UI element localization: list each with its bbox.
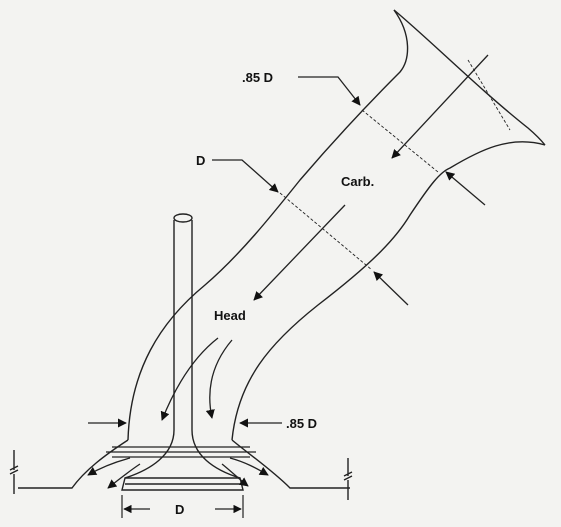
label-d: D (196, 153, 205, 168)
arrow-upper-out (445, 171, 486, 206)
leader-top-085d (298, 76, 361, 106)
valve-head (121, 477, 244, 491)
label-right-085d: .85 D (286, 416, 317, 431)
label-carb: Carb. (341, 174, 374, 189)
flow-arrow-bottom-right-1 (229, 457, 269, 476)
arrow-lower-out (373, 271, 409, 306)
leader-lines (212, 76, 361, 193)
dimension-arrows (253, 54, 489, 306)
label-top-085d: .85 D (242, 70, 273, 85)
label-head: Head (214, 308, 246, 323)
head-floor (9, 439, 353, 500)
arrow-lower-in (253, 204, 346, 301)
flow-arrow-right (205, 339, 233, 419)
label-bottom-d: D (175, 502, 184, 517)
intake-port-walls (127, 9, 546, 441)
flow-arrow-bottom-left-2 (107, 463, 141, 489)
port-left-wall (127, 9, 409, 441)
flow-arrow-bottom-left-1 (87, 457, 131, 476)
valve-stem-tip (173, 213, 193, 223)
port-right-wall (231, 141, 546, 441)
valve (121, 213, 244, 491)
section-lines (279, 59, 511, 271)
flow-arrow-bottom-right-2 (221, 463, 249, 487)
carb-flange-curve (393, 9, 546, 146)
bottom-dimension (121, 495, 244, 518)
break-mark-right (343, 458, 353, 500)
flow-arrow-left (160, 337, 219, 421)
arrow-upper-in (391, 54, 489, 159)
valve-stem (124, 220, 241, 479)
break-mark-left (9, 450, 19, 494)
flow-arrows (87, 337, 269, 489)
section-line-top (361, 109, 439, 173)
leader-d (212, 159, 279, 193)
section-line-carb (467, 59, 511, 131)
valve-seat (106, 446, 256, 458)
